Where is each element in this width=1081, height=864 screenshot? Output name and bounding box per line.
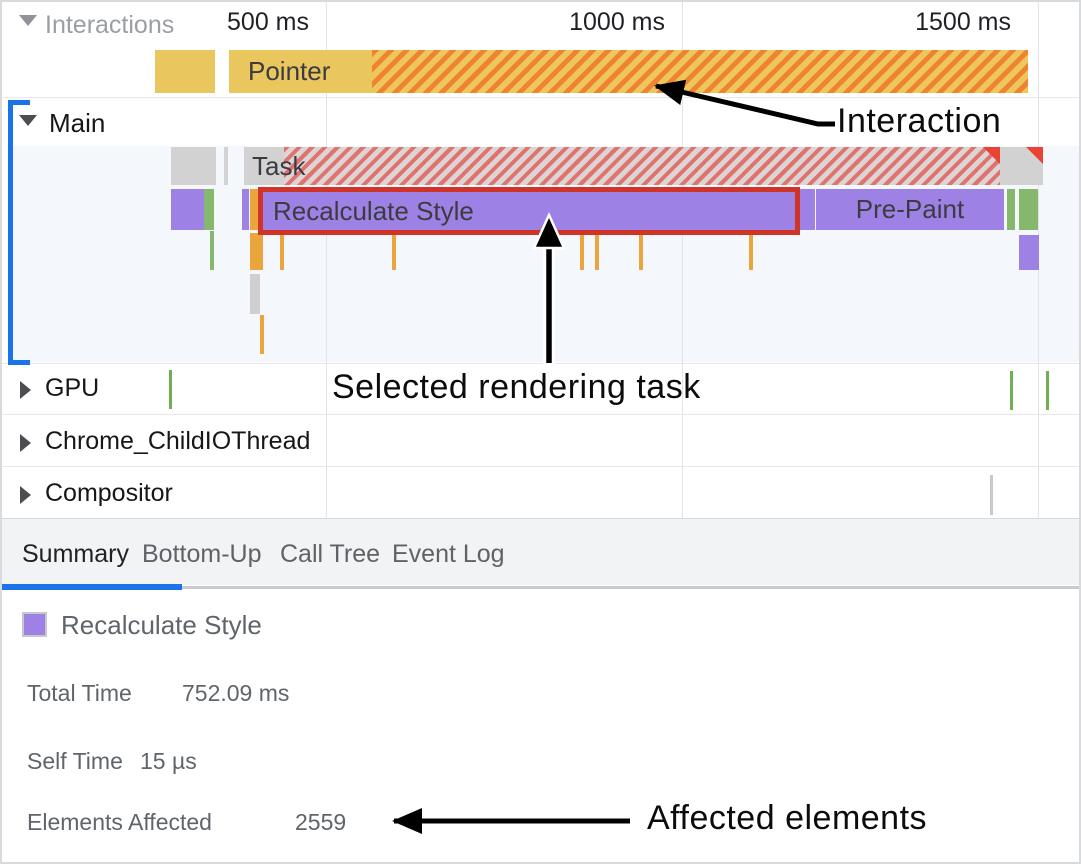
bottom-panel-tabbar [2, 518, 1079, 585]
elements-affected-value: 2559 [295, 809, 347, 835]
long-task-warning-triangle-2 [1026, 147, 1043, 164]
orange-tick[interactable] [260, 315, 264, 354]
purple-sliver-bar[interactable] [242, 189, 249, 230]
tab-summary[interactable]: Summary [22, 540, 129, 568]
orange-tick[interactable] [280, 233, 284, 270]
gpu-track-label[interactable]: GPU [45, 374, 100, 402]
compositor-activity-tick[interactable] [990, 475, 993, 515]
childio-track-label[interactable]: Chrome_ChildIOThread [45, 427, 311, 455]
active-tab-underline [2, 584, 182, 590]
pointer-interaction-bar[interactable]: Pointer [229, 50, 1028, 93]
pre-paint-bar[interactable]: Pre-Paint [816, 189, 1004, 230]
summary-event-title: Recalculate Style [61, 610, 262, 640]
gpu-activity-tick[interactable] [1046, 371, 1049, 410]
orange-tick[interactable] [580, 235, 584, 270]
gpu-activity-tick[interactable] [169, 370, 172, 409]
affected-elements-annotation: Affected elements [647, 799, 928, 837]
total-time-value: 752.09 ms [182, 680, 290, 706]
gpu-activity-tick[interactable] [1010, 371, 1013, 410]
tab-event-log[interactable]: Event Log [392, 540, 505, 568]
pointer-interaction-hatch [372, 50, 1028, 93]
ruler-tick-500ms: 500 ms [227, 8, 309, 36]
task-bar-label: Task [252, 151, 306, 181]
tab-bottom-up[interactable]: Bottom-Up [142, 540, 262, 568]
interactions-collapse-icon[interactable] [19, 15, 37, 26]
main-track-label[interactable]: Main [49, 108, 106, 138]
tabbar-bottom-border [182, 586, 1079, 589]
orange-tick[interactable] [595, 235, 599, 270]
purple-segment-bar[interactable] [799, 189, 815, 230]
interactions-track-label[interactable]: Interactions [45, 11, 175, 39]
main-selection-bracket-top [8, 100, 30, 105]
interaction-annotation: Interaction [837, 102, 1002, 140]
task-fragment-bar[interactable] [171, 147, 216, 185]
orange-tick[interactable] [639, 235, 643, 270]
elements-affected-label: Elements Affected [27, 809, 212, 835]
compositor-track-label[interactable]: Compositor [45, 479, 173, 507]
main-collapse-icon[interactable] [19, 115, 37, 126]
task-bar[interactable]: Task [244, 147, 1000, 185]
gpu-expand-icon[interactable] [20, 381, 31, 399]
childio-expand-icon[interactable] [20, 434, 31, 452]
event-color-swatch [22, 612, 47, 637]
compositor-expand-icon[interactable] [20, 486, 31, 504]
long-task-hatch [284, 147, 1000, 185]
orange-tick[interactable] [392, 233, 396, 270]
gridline-500ms [326, 2, 327, 519]
green-sliver-bar[interactable] [1007, 189, 1015, 230]
main-selection-bracket [8, 100, 13, 365]
self-time-label: Self Time [27, 748, 123, 774]
orange-sliver-bar[interactable] [250, 189, 259, 230]
gridline-1000ms [682, 2, 683, 519]
total-time-label: Total Time [27, 680, 132, 706]
paint-small-bar[interactable] [204, 189, 214, 230]
main-selection-bracket-bottom [8, 360, 30, 365]
pre-paint-label: Pre-Paint [855, 194, 965, 224]
interaction-event-bar[interactable] [155, 50, 215, 93]
pointer-bar-label: Pointer [248, 56, 331, 86]
ruler-tick-1500ms: 1500 ms [915, 8, 1011, 36]
green-tick[interactable] [210, 231, 214, 270]
task-bar-2[interactable] [1000, 147, 1043, 185]
style-recalc-small-bar[interactable] [171, 189, 204, 230]
gray-child-bar[interactable] [250, 274, 260, 314]
recalculate-style-selected-bar[interactable]: Recalculate Style [258, 187, 800, 235]
recalculate-style-label: Recalculate Style [273, 196, 474, 226]
self-time-value: 15 µs [140, 748, 197, 774]
purple-child-bar[interactable] [1019, 235, 1039, 270]
orange-block[interactable] [250, 233, 263, 270]
tab-call-tree[interactable]: Call Tree [280, 540, 381, 568]
orange-tick[interactable] [749, 235, 753, 270]
selected-task-annotation: Selected rendering task [332, 368, 701, 406]
task-sliver-bar[interactable] [224, 147, 228, 185]
ruler-tick-1000ms: 1000 ms [569, 8, 665, 36]
green-block-bar[interactable] [1019, 189, 1038, 230]
long-task-warning-triangle [983, 147, 1000, 164]
